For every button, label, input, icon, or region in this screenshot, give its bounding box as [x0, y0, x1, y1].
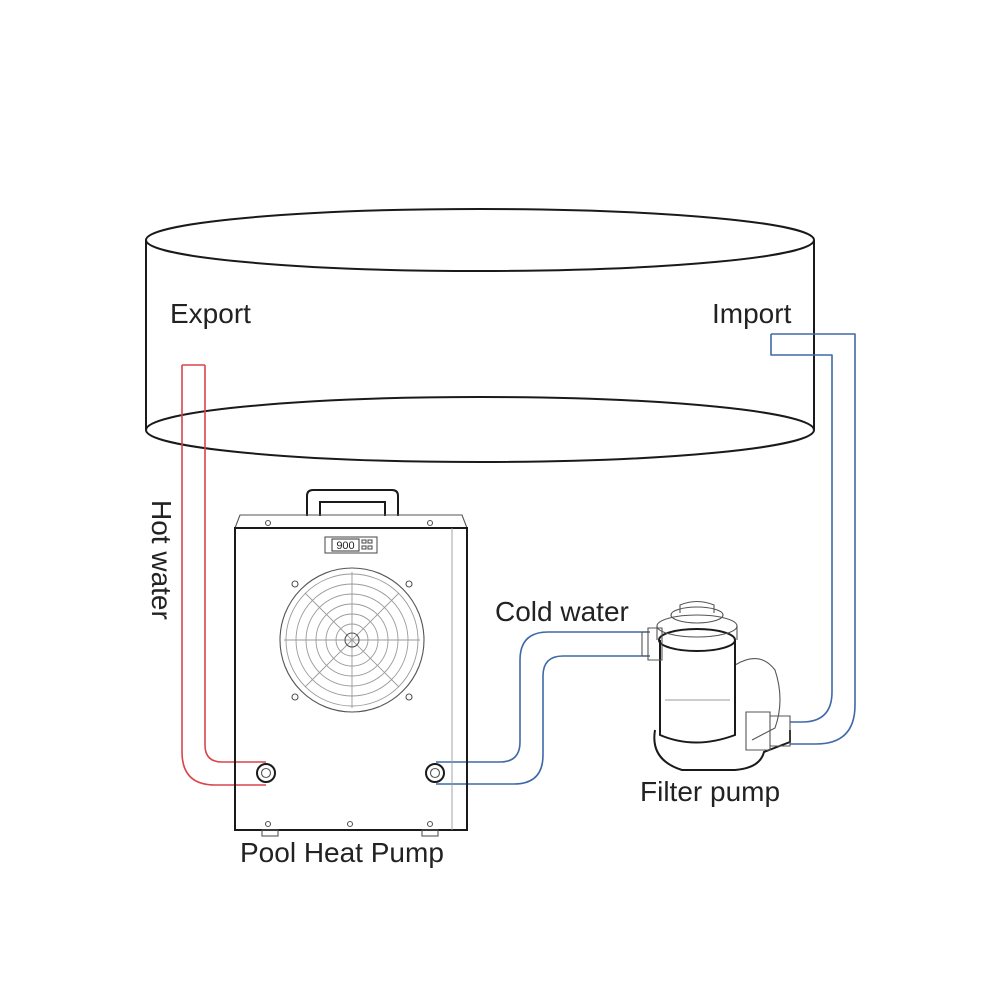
screw-icon — [426, 820, 434, 828]
heat-pump-unit: 900 — [234, 489, 468, 837]
display-readout: 900 — [336, 540, 354, 552]
return-pipe-outer-line — [771, 333, 856, 745]
heat-pump-foot-left — [261, 829, 279, 837]
cold-pipe-upper-line — [436, 631, 650, 763]
screw-icon — [264, 820, 272, 828]
hot-water-pipe — [181, 364, 266, 786]
pool-bottom-back-edge — [145, 396, 815, 431]
filter-inlet-fitting — [641, 627, 663, 661]
return-water-pipe — [770, 333, 856, 745]
cold-water-inlet-port — [425, 763, 445, 783]
filter-pump-label: Filter pump — [640, 776, 780, 807]
pool-tank — [145, 208, 815, 463]
pool-heat-pump-label: Pool Heat Pump — [240, 837, 444, 868]
export-label: Export — [170, 298, 251, 329]
hot-water-label: Hot water — [146, 500, 177, 620]
return-pipe-inner-line — [770, 334, 833, 723]
heat-pump-foot-right — [421, 829, 439, 837]
fan-grille-icon — [279, 567, 425, 713]
screw-icon — [426, 519, 434, 527]
pool-body-walls — [145, 240, 815, 463]
cold-water-pipe — [436, 631, 650, 785]
import-label: Import — [712, 298, 792, 329]
filter-pump-base — [653, 729, 791, 771]
cold-pipe-lower-line — [436, 655, 650, 785]
filter-cap-top — [670, 606, 724, 624]
screw-icon — [264, 519, 272, 527]
heat-pump-cabinet — [234, 527, 468, 831]
pool-top-rim — [145, 208, 815, 272]
filter-cartridge-housing — [659, 640, 736, 744]
digital-display-icon: 900 — [324, 536, 378, 554]
hot-water-outlet-port — [256, 763, 276, 783]
pump-motor-housing — [734, 658, 781, 741]
carry-handle-icon — [306, 489, 399, 516]
filter-cap-knob — [679, 600, 715, 613]
filter-cap-rim — [656, 614, 738, 638]
hot-pipe-outer-line — [181, 365, 266, 786]
screw-icon — [346, 820, 354, 828]
cold-water-label: Cold water — [495, 596, 629, 627]
filter-outlet-fitting — [745, 711, 791, 751]
filter-pump-unit — [641, 600, 791, 771]
hot-pipe-inner-line — [204, 365, 266, 763]
filter-housing-top — [658, 628, 736, 652]
